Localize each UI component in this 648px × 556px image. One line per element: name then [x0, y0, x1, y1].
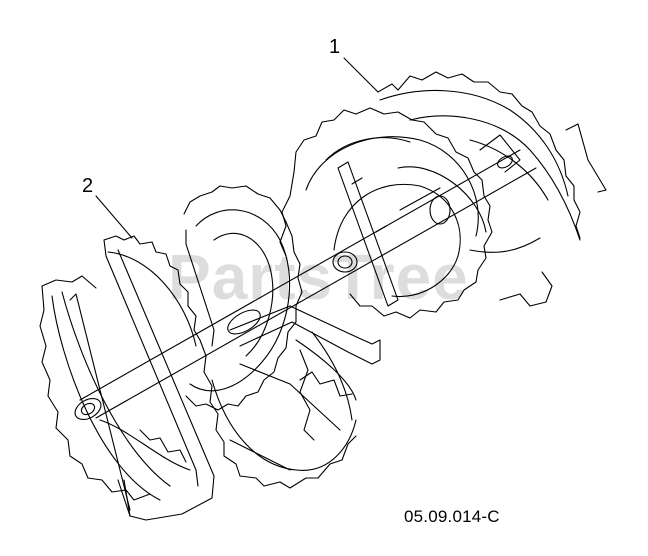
leader-line-1: [343, 57, 379, 93]
auger-flight-front: [39, 235, 215, 521]
drawing-code: 05.09.014-C: [404, 507, 500, 526]
auger-flight-middle: [279, 107, 553, 319]
leader-line-2: [95, 195, 133, 239]
callout-2: 2: [82, 175, 94, 197]
auger-flight-rear: [377, 71, 607, 241]
callout-1: 1: [329, 36, 341, 58]
auger-flight-front-lower: [199, 331, 357, 489]
auger-flight-front-middle: [183, 185, 381, 411]
